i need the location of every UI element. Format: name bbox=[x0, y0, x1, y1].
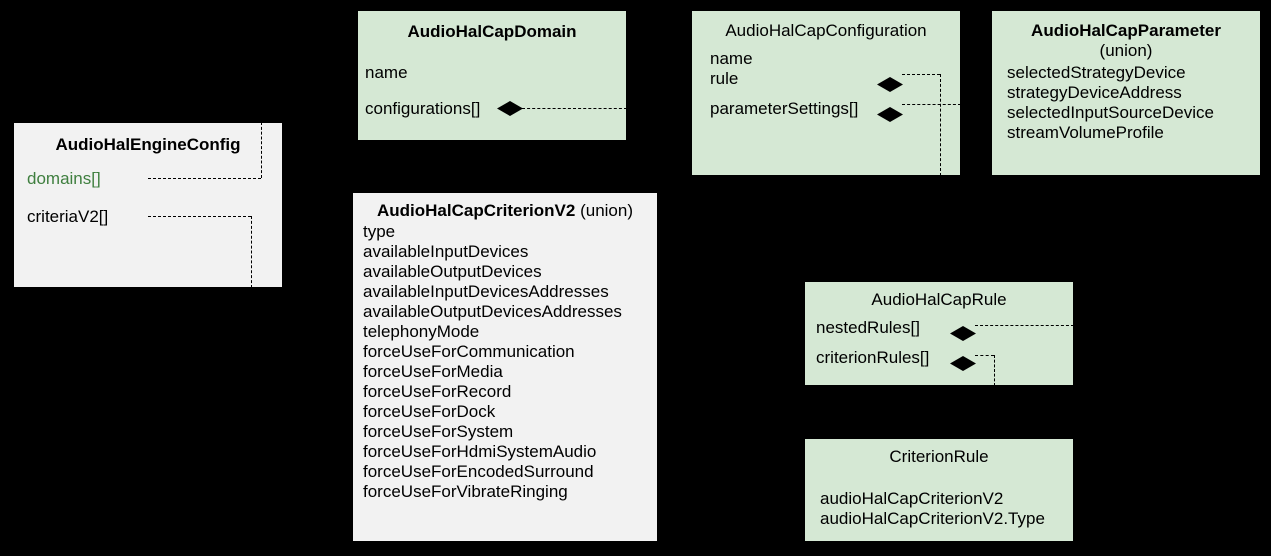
class-box-audio-hal-engine-config[interactable]: AudioHalEngineConfig domains[] criteriaV… bbox=[13, 122, 283, 346]
field-audio-hal-cap-criterion-v2: audioHalCapCriterionV2 bbox=[820, 489, 1004, 508]
connector-configurations-h bbox=[522, 108, 627, 109]
aggregation-diamond-criteria-v2 bbox=[136, 331, 162, 346]
field-strategy-device-address: strategyDeviceAddress bbox=[1007, 83, 1182, 102]
class-box-audio-hal-cap-rule[interactable]: AudioHalCapRule nestedRules[] criterionR… bbox=[804, 281, 1074, 386]
connector-rule-v bbox=[940, 74, 941, 176]
field-selected-strategy-device: selectedStrategyDevice bbox=[1007, 63, 1186, 82]
connector-criterion-rules-v bbox=[994, 355, 995, 386]
field-telephony-mode: telephonyMode bbox=[363, 322, 480, 341]
field-name-configuration: name bbox=[710, 49, 753, 68]
field-stream-volume-profile: streamVolumeProfile bbox=[1007, 123, 1164, 142]
field-nested-rules: nestedRules[] bbox=[816, 318, 920, 337]
field-configurations: configurations[] bbox=[365, 99, 481, 118]
field-force-use-for-dock: forceUseForDock bbox=[363, 402, 496, 421]
connector-criterion-rules-h bbox=[975, 355, 994, 356]
class-box-audio-hal-cap-domain[interactable]: AudioHalCapDomain name configurations[] bbox=[357, 10, 627, 141]
field-domains: domains[] bbox=[27, 169, 101, 188]
connector-domains-v bbox=[261, 122, 262, 178]
field-force-use-for-vibrate-ringing: forceUseForVibrateRinging bbox=[363, 482, 568, 501]
field-list-cap-parameter: selectedStrategyDevice strategyDeviceAdd… bbox=[1007, 63, 1260, 143]
aggregation-diamond-parameter-settings bbox=[877, 107, 903, 122]
connector-nested-rules-h bbox=[975, 325, 1074, 326]
field-audio-hal-cap-criterion-v2-type: audioHalCapCriterionV2.Type bbox=[820, 509, 1045, 528]
class-box-audio-hal-cap-criterion-v2[interactable]: AudioHalCapCriterionV2 (union) type avai… bbox=[352, 192, 658, 542]
class-title-criterion-rule: CriterionRule bbox=[889, 447, 989, 466]
field-force-use-for-system: forceUseForSystem bbox=[363, 422, 514, 441]
field-list-criterion-rule: audioHalCapCriterionV2 audioHalCapCriter… bbox=[820, 489, 1073, 529]
field-force-use-for-hdmi-system-audio: forceUseForHdmiSystemAudio bbox=[363, 442, 597, 461]
field-force-use-for-media: forceUseForMedia bbox=[363, 362, 503, 381]
connector-rule-h bbox=[902, 74, 940, 75]
field-list-cap-criterion-v2: type availableInputDevices availableOutp… bbox=[363, 222, 657, 502]
aggregation-diamond-nested-rules bbox=[950, 326, 976, 341]
field-name-domain: name bbox=[365, 63, 408, 82]
connector-criteria-v2-v bbox=[251, 216, 252, 288]
class-title-audio-hal-cap-configuration: AudioHalCapConfiguration bbox=[725, 21, 927, 40]
aggregation-diamond-domains bbox=[136, 293, 162, 308]
class-box-audio-hal-cap-parameter[interactable]: AudioHalCapParameter (union) selectedStr… bbox=[991, 10, 1261, 176]
aggregation-diamond-rule bbox=[877, 77, 903, 92]
connector-parameter-settings-h bbox=[902, 104, 961, 105]
field-force-use-for-communication: forceUseForCommunication bbox=[363, 342, 575, 361]
field-parameter-settings: parameterSettings[] bbox=[710, 99, 859, 118]
class-subtitle-union-parameter: (union) bbox=[1099, 41, 1153, 60]
field-force-use-for-encoded-surround: forceUseForEncodedSurround bbox=[363, 462, 594, 481]
field-type: type bbox=[363, 222, 396, 241]
class-title-text-criterion-v2: AudioHalCapCriterionV2 bbox=[376, 201, 576, 220]
field-rule: rule bbox=[710, 69, 739, 88]
class-title-audio-hal-cap-domain: AudioHalCapDomain bbox=[407, 22, 577, 41]
class-title-audio-hal-cap-rule: AudioHalCapRule bbox=[871, 290, 1007, 309]
class-title-audio-hal-cap-parameter: AudioHalCapParameter bbox=[1031, 21, 1221, 40]
field-selected-input-source-device: selectedInputSourceDevice bbox=[1007, 103, 1214, 122]
field-force-use-for-record: forceUseForRecord bbox=[363, 382, 512, 401]
connector-parameter-settings-h2 bbox=[986, 104, 992, 105]
field-available-input-devices-addresses: availableInputDevicesAddresses bbox=[363, 282, 609, 301]
field-criterion-rules: criterionRules[] bbox=[816, 348, 930, 367]
field-available-output-devices: availableOutputDevices bbox=[363, 262, 542, 281]
connector-criteria-v2-h bbox=[148, 216, 251, 217]
class-box-criterion-rule[interactable]: CriterionRule audioHalCapCriterionV2 aud… bbox=[804, 438, 1074, 542]
field-available-input-devices: availableInputDevices bbox=[363, 242, 529, 261]
field-criteria-v2: criteriaV2[] bbox=[27, 207, 109, 226]
aggregation-diamond-criterion-rules bbox=[950, 356, 976, 371]
connector-domains-h bbox=[148, 178, 261, 179]
aggregation-diamond-configurations bbox=[497, 101, 523, 116]
class-title-audio-hal-engine-config: AudioHalEngineConfig bbox=[55, 135, 241, 154]
field-available-output-devices-addresses: availableOutputDevicesAddresses bbox=[363, 302, 622, 321]
class-box-audio-hal-cap-configuration[interactable]: AudioHalCapConfiguration name rule param… bbox=[691, 10, 961, 176]
class-title-union-tag-criterion-v2: (union) bbox=[580, 201, 633, 220]
class-title-audio-hal-cap-criterion-v2: AudioHalCapCriterionV2 (union) bbox=[353, 201, 657, 221]
